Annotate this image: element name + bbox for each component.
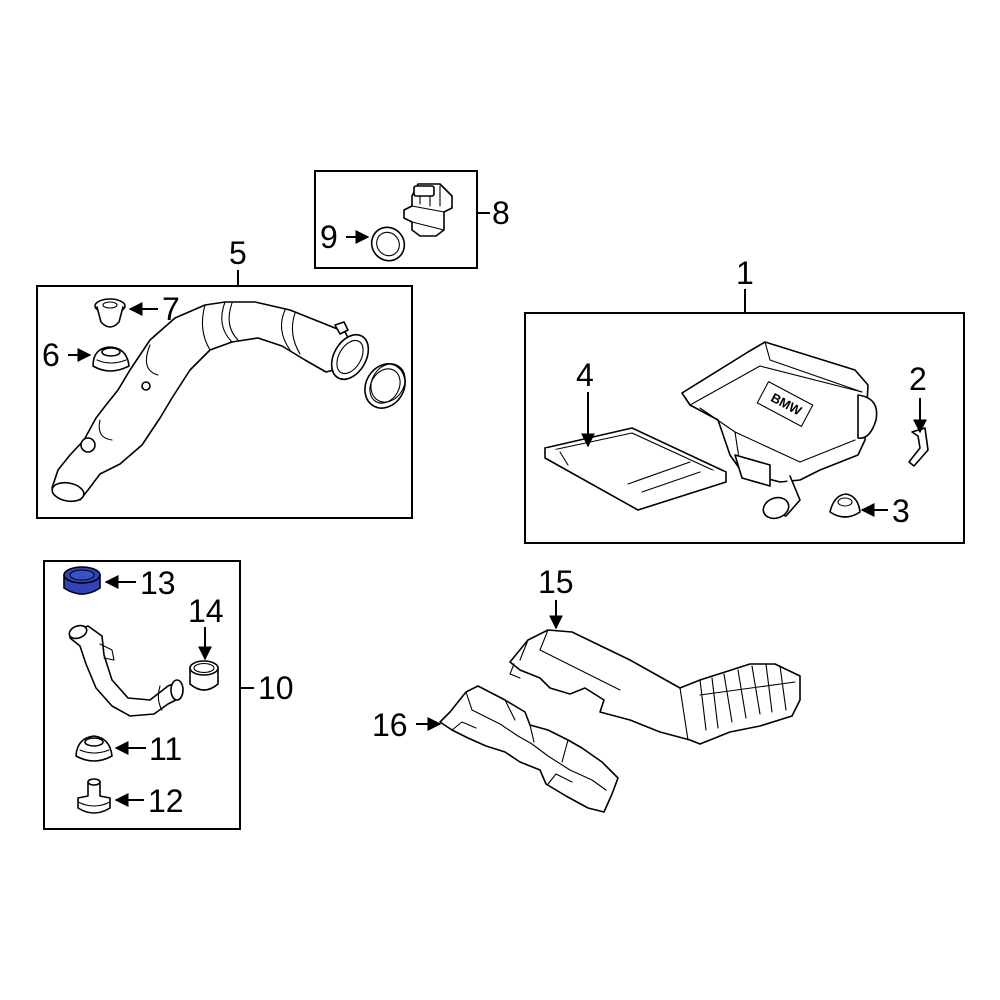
callout-1[interactable]: 1 [736, 255, 754, 291]
part-16-shield[interactable] [439, 685, 619, 813]
callout-11[interactable]: 11 [149, 731, 182, 767]
part-6-grommet[interactable] [92, 346, 130, 372]
group-box-1: 1 4 BMW 2 [524, 255, 965, 544]
callout-4[interactable]: 4 [576, 357, 594, 393]
callout-9[interactable]: 9 [320, 219, 338, 255]
part-3-mount[interactable] [829, 493, 861, 518]
group-box-10: 10 13 14 11 [43, 560, 294, 830]
group-box-5: 5 7 6 [36, 235, 413, 519]
part-15-air-duct[interactable] [509, 629, 801, 745]
callout-6[interactable]: 6 [42, 337, 60, 373]
box-frame-10 [43, 560, 241, 830]
callout-10[interactable]: 10 [258, 670, 294, 706]
part-12-cap[interactable] [77, 778, 111, 814]
part-13-seal[interactable] [63, 566, 101, 595]
callout-14[interactable]: 14 [188, 593, 224, 629]
callout-16[interactable]: 16 [372, 707, 408, 743]
part-9-o-ring[interactable] [365, 221, 411, 267]
callout-13[interactable]: 13 [140, 565, 176, 601]
part-7-cap[interactable] [94, 298, 126, 328]
callout-15[interactable]: 15 [538, 564, 574, 600]
part-11-grommet[interactable] [75, 735, 113, 762]
part-5-hose-clamp[interactable] [357, 357, 413, 416]
part-10-hose[interactable] [67, 623, 184, 717]
part-1-air-box[interactable]: BMW [681, 341, 878, 522]
callout-8[interactable]: 8 [492, 195, 510, 231]
part-5-intake-duct[interactable] [51, 301, 376, 504]
callout-12[interactable]: 12 [148, 783, 184, 819]
part-14-clamp[interactable] [189, 660, 219, 691]
group-box-8: 8 9 [314, 170, 510, 269]
part-8-airflow-sensor[interactable] [403, 183, 453, 237]
callout-3[interactable]: 3 [892, 493, 910, 529]
callout-5[interactable]: 5 [229, 235, 247, 271]
callout-2[interactable]: 2 [909, 361, 927, 397]
